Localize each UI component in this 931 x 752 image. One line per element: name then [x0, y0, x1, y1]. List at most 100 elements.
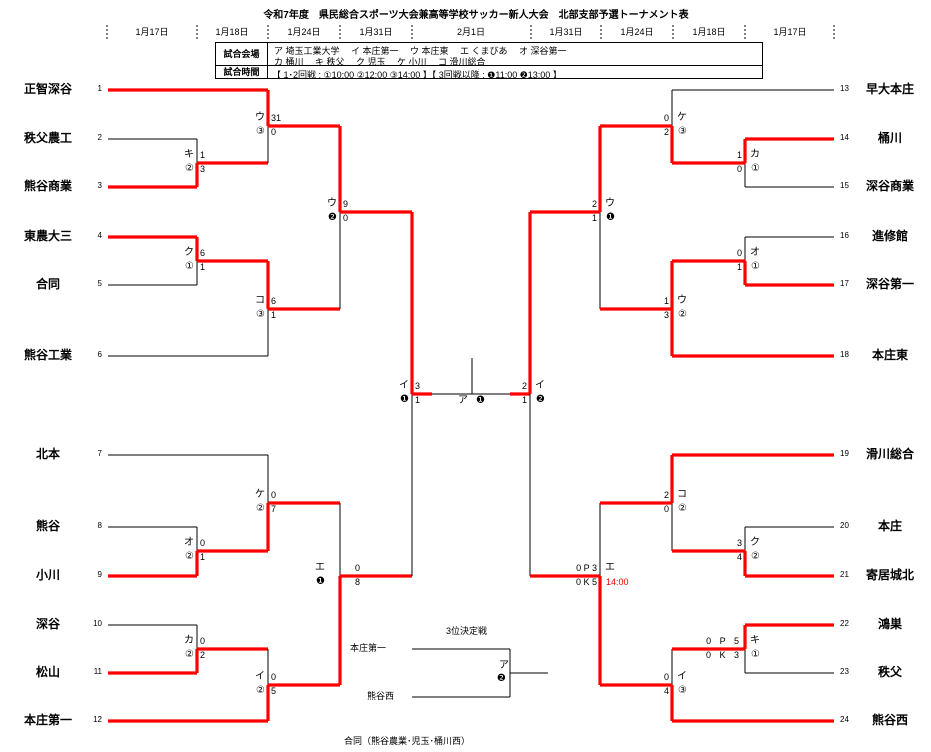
score-bottom: 4	[664, 687, 669, 696]
team-name-right: 本庄東	[850, 349, 930, 361]
team-name-right: 早大本庄	[850, 83, 930, 95]
team-name-right: 鴻巣	[850, 618, 930, 630]
match-time-slot: ①	[751, 650, 760, 660]
score-bottom: 0	[737, 165, 742, 174]
match-time-slot: ①	[751, 164, 760, 174]
match-venue: イ	[255, 672, 265, 682]
match-venue: オ	[750, 248, 760, 258]
date-label: 1月31日	[341, 28, 411, 37]
match-venue: オ	[184, 538, 194, 548]
score-top: 2	[522, 382, 527, 391]
date-label: 1月18日	[674, 28, 744, 37]
match-venue: イ	[535, 381, 545, 391]
score-top: 6	[271, 297, 276, 306]
score-top: 1	[664, 297, 669, 306]
date-label: 2月1日	[436, 28, 506, 37]
score-bottom: 3	[664, 311, 669, 320]
team-name-left: 本庄第一	[8, 714, 88, 726]
joint-team-note: 合同（熊谷農業･児玉･桶川西）	[344, 737, 470, 746]
match-time-slot: ③	[256, 127, 265, 137]
seed-number-right: 24	[840, 716, 849, 724]
score-bottom: 5	[271, 687, 276, 696]
date-label: 1月31日	[531, 28, 601, 37]
team-name-left: 松山	[8, 666, 88, 678]
third-place-title: 3位決定戦	[446, 627, 487, 636]
match-time-slot: ❷	[536, 395, 545, 405]
team-name-right: 進修館	[850, 230, 930, 242]
third-place-slot: ❷	[497, 674, 506, 684]
team-name-right: 本庄	[850, 520, 930, 532]
score-top: 31	[271, 114, 281, 123]
score-bottom: 0	[343, 214, 348, 223]
score-top: 0	[200, 539, 205, 548]
date-label: 1月17日	[755, 28, 825, 37]
seed-number-left: 11	[94, 668, 102, 676]
match-start-time: 14:00	[606, 578, 629, 587]
score-bottom: 1	[271, 311, 276, 320]
seed-number-right: 14	[840, 134, 849, 142]
score-bottom: 1	[522, 396, 527, 405]
score-bottom: 1	[200, 553, 205, 562]
score-bottom: 2	[664, 128, 669, 137]
score-bottom: 4	[737, 553, 742, 562]
date-label: 1月18日	[197, 28, 267, 37]
score-bottom: 0 K 3	[706, 651, 742, 660]
seed-number-right: 19	[840, 450, 849, 458]
score-bottom: 0	[271, 128, 276, 137]
match-venue: ク	[750, 538, 760, 548]
seed-number-left: 6	[98, 351, 102, 359]
match-time-slot: ②	[185, 552, 194, 562]
seed-number-right: 21	[840, 571, 849, 579]
score-top: 1	[737, 151, 742, 160]
score-bottom: 1	[415, 396, 420, 405]
match-venue: エ	[605, 563, 615, 573]
match-time-slot: ②	[678, 310, 687, 320]
team-name-left: 北本	[8, 448, 88, 460]
match-venue: イ	[399, 381, 409, 391]
match-time-slot: ❷	[328, 213, 337, 223]
score-bottom: 1	[200, 263, 205, 272]
score-top: 0 P 3	[576, 564, 597, 573]
team-name-right: 寄居城北	[850, 569, 930, 581]
team-name-right: 深谷商業	[850, 180, 930, 192]
score-top: 0	[200, 637, 205, 646]
score-bottom: 0	[664, 505, 669, 514]
seed-number-right: 23	[840, 668, 849, 676]
score-bottom: 1	[737, 263, 742, 272]
score-top: 0	[271, 491, 276, 500]
seed-number-left: 3	[98, 182, 102, 190]
match-venue: ウ	[605, 199, 615, 209]
match-time-slot: ②	[185, 650, 194, 660]
score-top: 3	[737, 539, 742, 548]
match-venue: ケ	[677, 113, 687, 123]
match-venue: コ	[677, 490, 687, 500]
team-name-left: 秩父農工	[8, 132, 88, 144]
final-venue: ア	[458, 396, 468, 406]
match-venue: キ	[184, 150, 194, 160]
page-title: 令和7年度 県民総合スポーツ大会兼高等学校サッカー新人大会 北部支部予選トーナメ…	[0, 11, 931, 21]
seed-number-right: 13	[840, 85, 849, 93]
score-top: 2	[592, 200, 597, 209]
match-venue: エ	[315, 563, 325, 573]
match-time-slot: ②	[678, 504, 687, 514]
team-name-right: 桶川	[850, 132, 930, 144]
final-slot: ❶	[476, 396, 485, 406]
score-top: 2	[664, 491, 669, 500]
match-time-slot: ①	[751, 262, 760, 272]
seed-number-right: 17	[840, 280, 849, 288]
match-venue: イ	[677, 672, 687, 682]
match-venue: ウ	[255, 113, 265, 123]
score-top: 0 P 5	[706, 637, 742, 646]
seed-number-right: 16	[840, 232, 849, 240]
score-top: 0	[271, 673, 276, 682]
match-time-slot: ②	[185, 164, 194, 174]
score-bottom: 2	[200, 651, 205, 660]
third-place-team-b: 熊谷西	[367, 692, 394, 701]
score-bottom: 1	[592, 214, 597, 223]
match-time-slot: ②	[256, 504, 265, 514]
time-label: 試合時間	[216, 66, 268, 79]
team-name-right: 秩父	[850, 666, 930, 678]
venue-label: 試合会場	[216, 43, 268, 66]
seed-number-left: 12	[93, 716, 102, 724]
team-name-left: 正智深谷	[8, 83, 88, 95]
